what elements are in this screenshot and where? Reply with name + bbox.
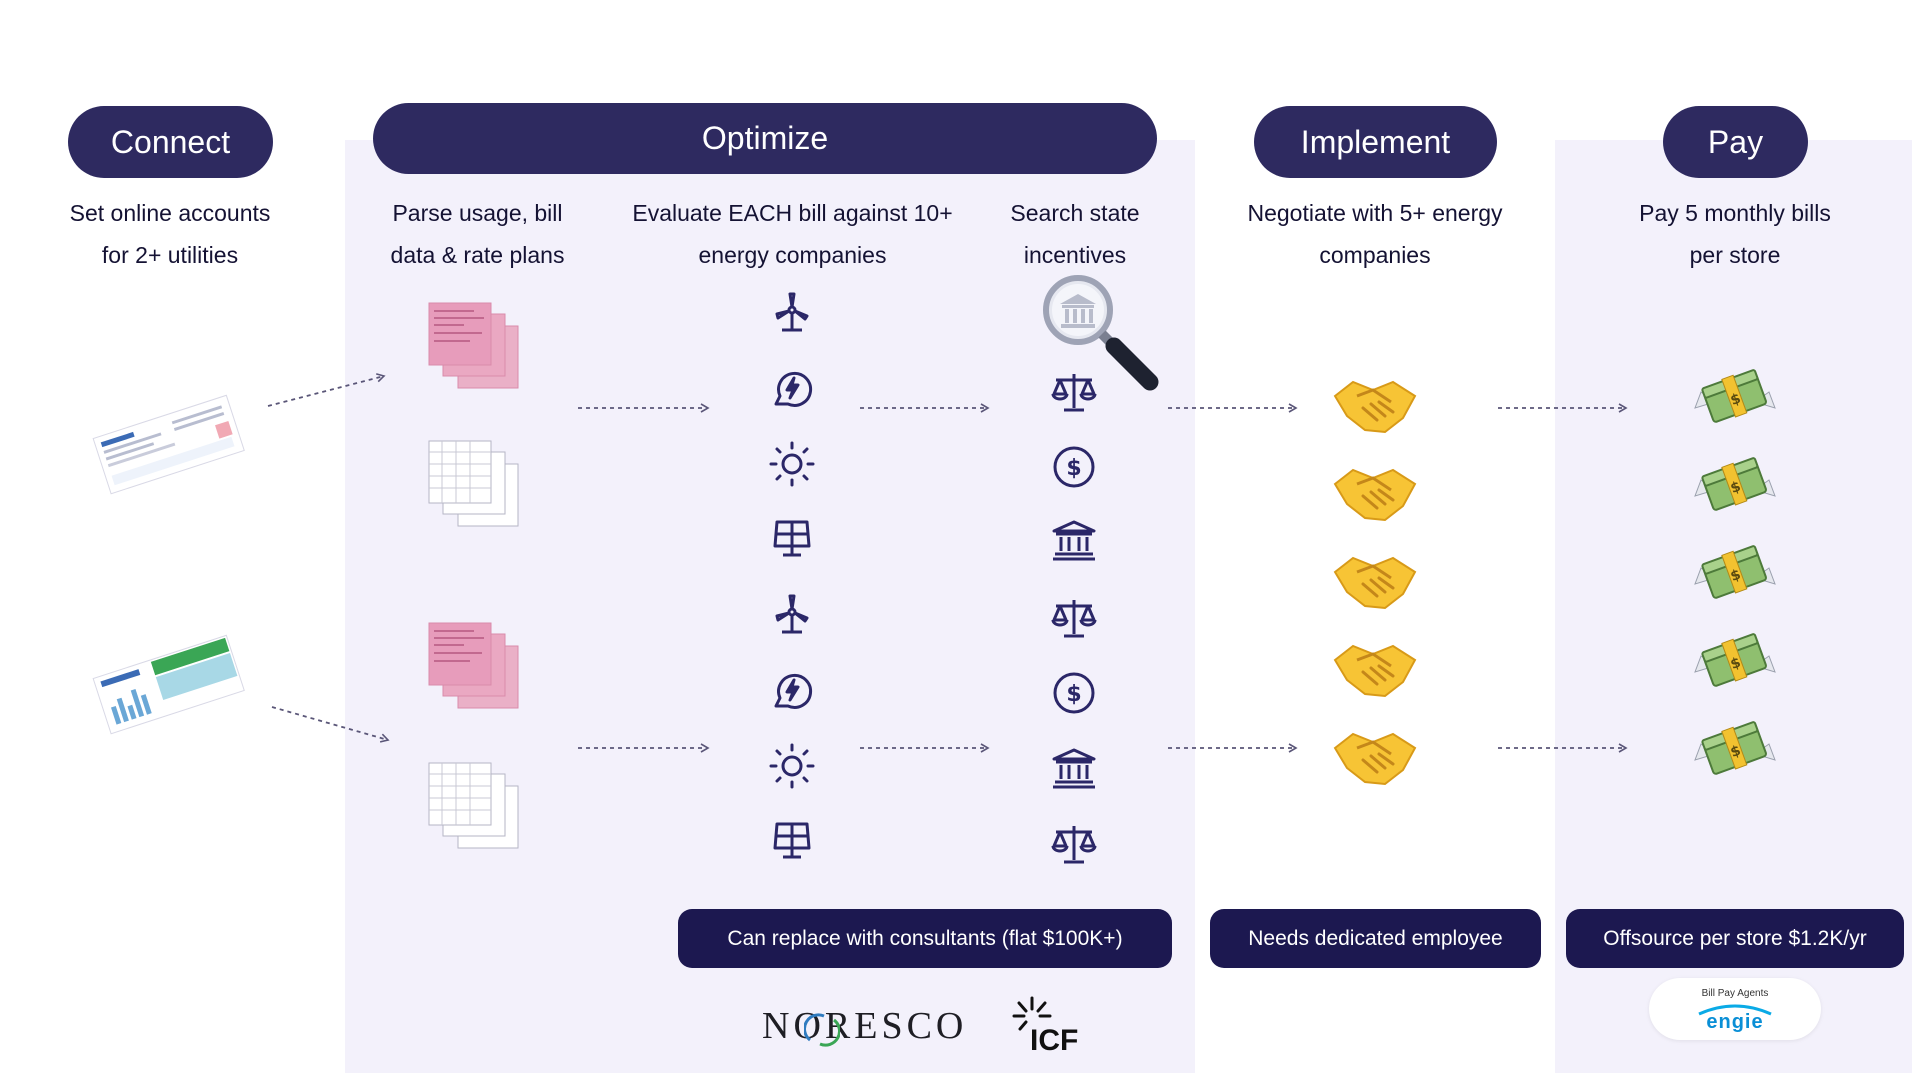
handshake-icon: [1333, 380, 1417, 434]
money-with-wings-icon: $: [1694, 721, 1776, 775]
icf-burst-icon: [1012, 996, 1052, 1031]
utility-bill-thumbnail-1: [92, 394, 245, 495]
bank-icon: [1052, 520, 1096, 561]
pay-desc: Pay 5 monthly bills per store: [1590, 192, 1880, 276]
parse-desc-line1: Parse usage, bill: [392, 200, 563, 226]
pink-bill-stack-2: [428, 622, 519, 709]
employee-note: Needs dedicated employee: [1210, 909, 1541, 968]
wind-turbine-icon: [775, 292, 809, 332]
implement-desc: Negotiate with 5+ energy companies: [1205, 192, 1545, 276]
evaluate-desc-line2: energy companies: [698, 242, 887, 268]
parse-desc: Parse usage, bill data & rate plans: [350, 192, 605, 276]
pay-pill: Pay: [1663, 106, 1808, 178]
money-with-wings-icon: $: [1694, 633, 1776, 687]
engie-arc-icon: [1698, 1004, 1772, 1016]
handshake-icon: [1333, 556, 1417, 610]
connect-desc-line1: Set online accounts: [69, 200, 271, 226]
arrow-connect-2: [271, 706, 390, 743]
solar-panel-icon: [773, 520, 811, 557]
dollar-coin-icon: $: [1053, 672, 1095, 714]
engie-logo-card: Bill Pay Agents engie: [1649, 978, 1821, 1040]
implement-pill: Implement: [1254, 106, 1497, 178]
bank-icon: [1052, 748, 1096, 789]
connect-desc: Set online accounts for 2+ utilities: [20, 192, 320, 276]
money-with-wings-icon: $: [1694, 369, 1776, 423]
solar-panel-icon: [773, 822, 811, 859]
optimize-pill: Optimize: [373, 103, 1157, 174]
eco-energy-icon: [774, 371, 813, 407]
handshake-icon: [1333, 732, 1417, 786]
engie-wordmark: engie: [1706, 1011, 1764, 1033]
dollar-coin-icon: $: [1053, 446, 1095, 488]
pay-desc-line1: Pay 5 monthly bills: [1639, 200, 1831, 226]
arrow-connect-1: [267, 373, 386, 407]
implement-desc-line2: companies: [1319, 242, 1431, 268]
implement-desc-line1: Negotiate with 5+ energy: [1247, 200, 1503, 226]
table-sheet-stack-2: [428, 762, 519, 849]
scales-icon: [1051, 374, 1097, 412]
icf-logo: ICF: [1030, 1024, 1079, 1057]
consultants-note: Can replace with consultants (flat $100K…: [678, 909, 1172, 968]
noresco-logo: NORESCO: [762, 1005, 968, 1047]
pink-bill-stack-1: [428, 302, 519, 389]
magnifying-bank-icon: [1043, 275, 1159, 391]
pay-desc-line2: per store: [1689, 242, 1781, 268]
evaluate-desc-line1: Evaluate EACH bill against 10+: [632, 200, 953, 226]
svg-text:$: $: [1066, 682, 1081, 707]
utility-bill-thumbnail-2: [92, 634, 245, 735]
offsource-note: Offsource per store $1.2K/yr: [1566, 909, 1904, 968]
scales-icon: [1051, 600, 1097, 638]
handshake-icon: [1333, 468, 1417, 522]
handshake-icon: [1333, 644, 1417, 698]
svg-text:$: $: [1066, 456, 1081, 481]
money-with-wings-icon: $: [1694, 457, 1776, 511]
noresco-ring-icon: [804, 1013, 840, 1047]
sun-icon: [769, 743, 815, 789]
search-desc: Search state incentives: [970, 192, 1180, 276]
search-desc-line2: incentives: [1023, 242, 1127, 268]
evaluate-desc: Evaluate EACH bill against 10+ energy co…: [600, 192, 985, 276]
engie-caption: Bill Pay Agents: [1701, 988, 1769, 999]
table-sheet-stack-1: [428, 440, 519, 527]
money-with-wings-icon: $: [1694, 545, 1776, 599]
scales-icon: [1051, 826, 1097, 864]
parse-desc-line2: data & rate plans: [390, 242, 565, 268]
connect-desc-line2: for 2+ utilities: [101, 242, 239, 268]
wind-turbine-icon: [775, 594, 809, 634]
eco-energy-icon: [774, 673, 813, 709]
search-desc-line1: Search state: [1010, 200, 1140, 226]
sun-icon: [769, 441, 815, 487]
connect-pill: Connect: [68, 106, 273, 178]
